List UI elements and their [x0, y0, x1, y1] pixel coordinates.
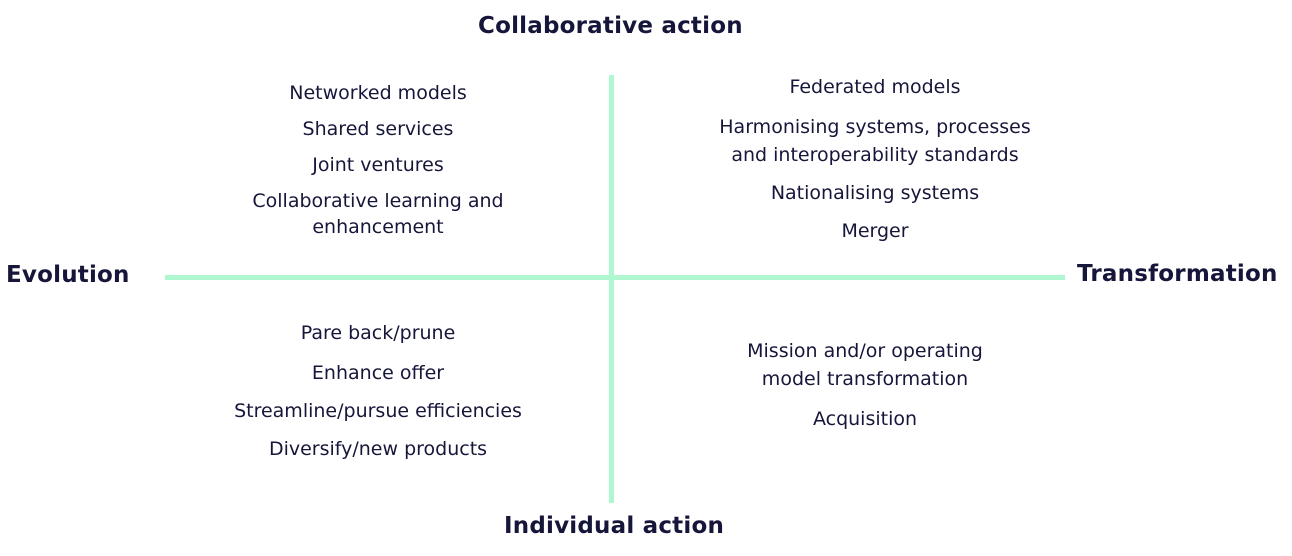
quadrant-item: Harmonising systems, processes: [719, 116, 1031, 138]
quadrant-item: enhancement: [312, 216, 444, 238]
quadrant-item: Mission and/or operating: [747, 340, 983, 362]
quadrant-item: Collaborative learning and: [252, 190, 504, 212]
axis-title-top: Collaborative action: [478, 13, 743, 39]
quadrant-item: Federated models: [789, 76, 961, 98]
quadrant-item: Streamline/pursue efficiencies: [234, 400, 522, 422]
quadrant-item: Joint ventures: [312, 154, 444, 176]
quadrant-item: Nationalising systems: [770, 182, 980, 204]
horizontal-axis-line: [165, 275, 1065, 280]
quadrant-item: Diversify/new products: [268, 438, 488, 460]
quadrant-item: model transformation: [761, 368, 969, 390]
quadrant-item: Shared services: [302, 118, 454, 140]
axis-title-left: Evolution: [6, 262, 130, 288]
quadrant-item: and interoperability standards: [731, 144, 1019, 166]
quadrant-item: Merger: [841, 220, 909, 242]
quadrant-item: Enhance offer: [311, 362, 445, 384]
quadrant-item: Networked models: [289, 82, 467, 104]
vertical-axis-line: [609, 75, 614, 503]
quadrant-item: Pare back/prune: [300, 322, 456, 344]
quadrant-item: Acquisition: [812, 408, 918, 430]
axis-title-right: Transformation: [1077, 261, 1278, 287]
axis-title-bottom: Individual action: [504, 513, 725, 539]
